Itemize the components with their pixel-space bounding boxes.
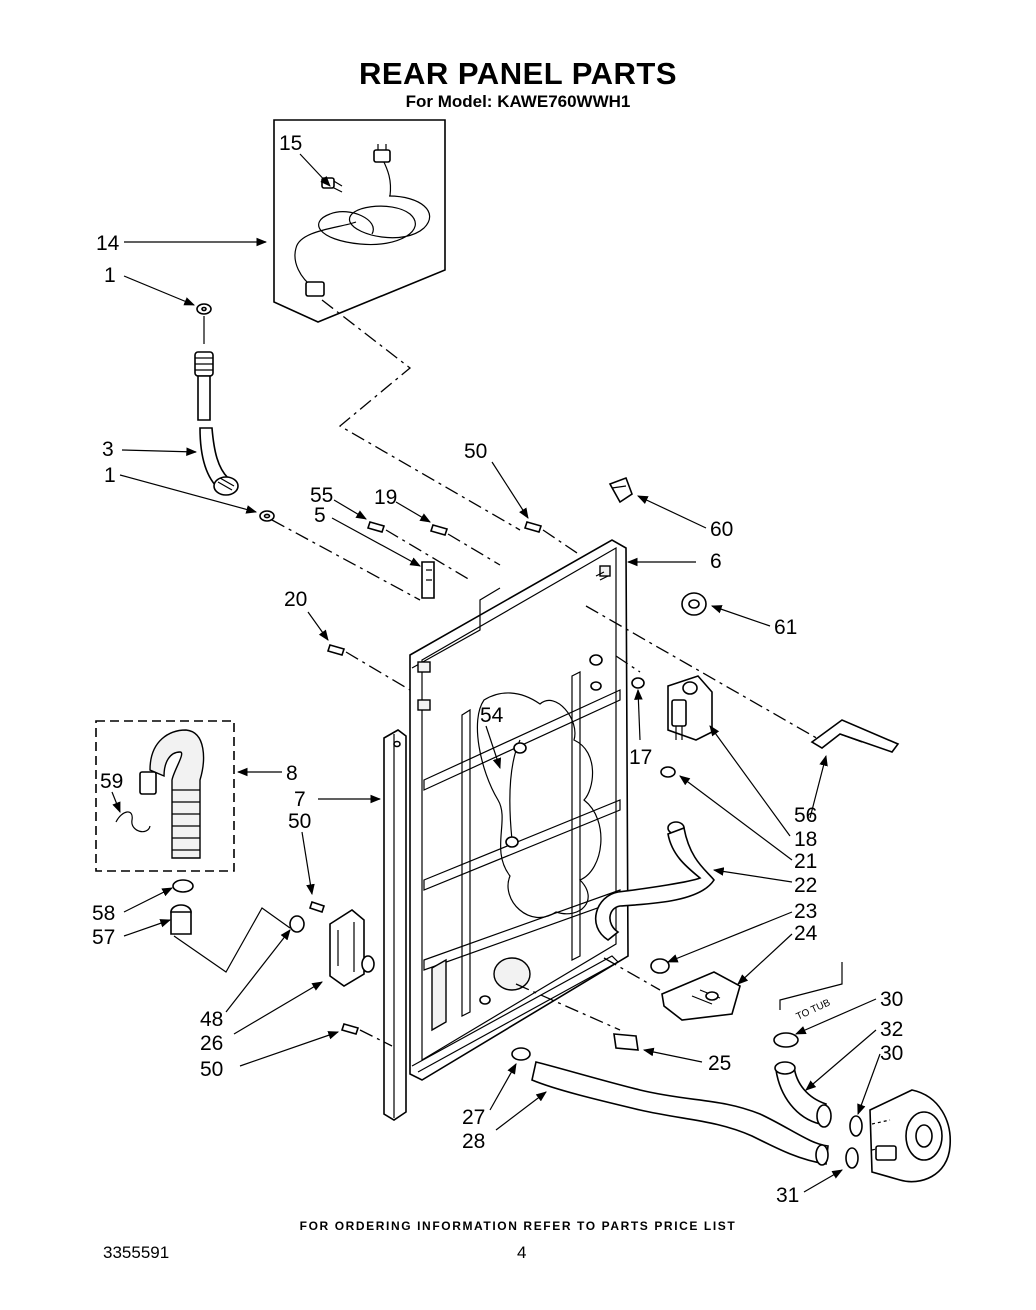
tub-hose-32 xyxy=(773,1032,832,1128)
pump-assembly xyxy=(869,1089,951,1183)
power-cord xyxy=(294,144,431,297)
callout-8: 8 xyxy=(286,762,298,785)
plug-61 xyxy=(681,592,707,616)
water-valve-18 xyxy=(631,675,713,741)
drain-hose-28 xyxy=(531,1061,829,1166)
clip-25 xyxy=(613,1033,639,1051)
power-cord-box xyxy=(273,119,446,323)
pump-mount-26 xyxy=(289,900,375,1035)
callout-57: 57 xyxy=(92,926,115,949)
drain-hose-8 xyxy=(115,729,205,935)
callout-50-top: 50 xyxy=(464,440,487,463)
callout-7: 7 xyxy=(294,788,306,811)
callout-31: 31 xyxy=(776,1184,799,1207)
callout-58: 58 xyxy=(92,902,115,925)
callout-23: 23 xyxy=(794,900,817,923)
drain-hose-box xyxy=(95,720,235,872)
callout-21: 21 xyxy=(794,850,817,873)
callout-3: 3 xyxy=(102,438,114,461)
callout-27: 27 xyxy=(462,1106,485,1129)
callout-18: 18 xyxy=(794,828,817,851)
callout-56: 56 xyxy=(794,804,817,827)
callout-59: 59 xyxy=(100,770,123,793)
ordering-info-note: FOR ORDERING INFORMATION REFER TO PARTS … xyxy=(299,1219,737,1233)
clamp-27 xyxy=(511,1047,531,1061)
callout-30-top: 30 xyxy=(880,988,903,1011)
callout-22: 22 xyxy=(794,874,817,897)
inlet-hose xyxy=(194,303,275,522)
callout-61: 61 xyxy=(774,616,797,639)
lid-switch-bracket-56 xyxy=(810,719,900,753)
side-rail xyxy=(383,729,407,1121)
page-title: REAR PANEL PARTS xyxy=(358,56,678,91)
callout-24: 24 xyxy=(794,922,818,945)
callout-32: 32 xyxy=(880,1018,903,1041)
callout-17: 17 xyxy=(629,746,652,769)
clip-60 xyxy=(608,476,633,504)
callout-1-lower: 1 xyxy=(104,464,116,487)
document-number: 3355591 xyxy=(103,1243,170,1262)
rear-panel xyxy=(409,539,629,1081)
to-tub-label: TO TUB xyxy=(795,997,833,1022)
callout-19: 19 xyxy=(374,486,397,509)
callout-48: 48 xyxy=(200,1008,223,1031)
screws-top xyxy=(326,521,543,656)
callout-50-mid: 50 xyxy=(288,810,311,833)
callout-14: 14 xyxy=(96,232,120,255)
clamps-30-31 xyxy=(845,1115,863,1169)
callout-1-top: 1 xyxy=(104,264,116,287)
callout-54: 54 xyxy=(480,704,504,727)
model-subtitle: For Model: KAWE760WWH1 xyxy=(405,92,631,111)
callout-55: 55 xyxy=(310,484,333,507)
callout-6: 6 xyxy=(710,550,722,573)
page-number: 4 xyxy=(517,1243,527,1262)
fill-hose-22 xyxy=(595,766,715,941)
callout-15: 15 xyxy=(279,132,302,155)
callout-30-lower: 30 xyxy=(880,1042,903,1065)
callout-5: 5 xyxy=(314,504,326,527)
callout-26: 26 xyxy=(200,1032,223,1055)
callout-20: 20 xyxy=(284,588,307,611)
callout-28: 28 xyxy=(462,1130,485,1153)
callout-60: 60 xyxy=(710,518,733,541)
callout-25: 25 xyxy=(708,1052,731,1075)
callout-leaders xyxy=(111,153,881,1193)
callout-labels: 15 14 1 3 1 50 55 5 19 60 6 20 61 54 17 … xyxy=(92,132,903,1207)
callout-50-bottom: 50 xyxy=(200,1058,223,1081)
pump-bracket-24 xyxy=(650,958,741,1021)
